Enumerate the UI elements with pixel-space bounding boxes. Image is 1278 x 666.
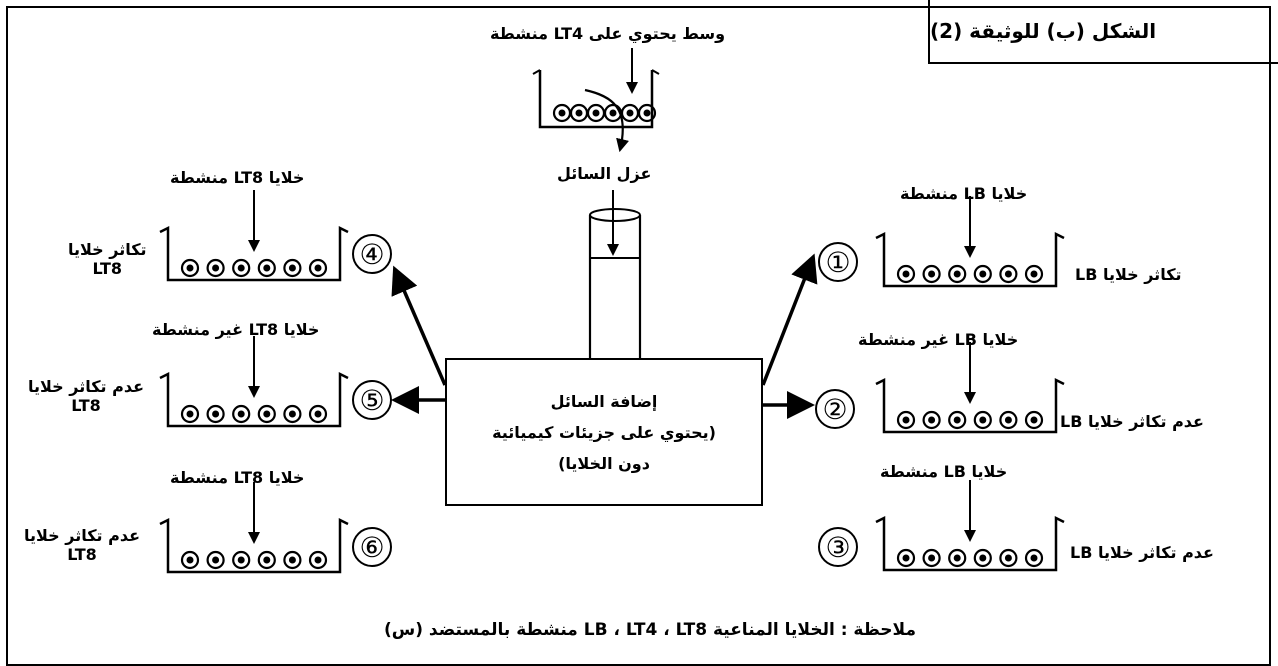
cells-label: خلايا LT8 منشطة [170,168,304,187]
cell [310,552,326,568]
center-line-1: إضافة السائل [551,392,658,411]
cell [975,412,991,428]
number-1: ① [818,242,858,282]
cell [924,550,940,566]
cell [975,550,991,566]
cell [1000,412,1016,428]
cell [949,412,965,428]
cell [622,105,638,121]
cell [924,266,940,282]
cell [924,412,940,428]
cells-label: خلايا LB منشطة [900,184,1027,203]
cells-label: خلايا LT8 غير منشطة [152,320,319,339]
cell [284,406,300,422]
number-2: ② [815,389,855,429]
center-line-3: دون الخلايا) [558,454,650,473]
cell [233,260,249,276]
cell [588,105,604,121]
test-tube [590,190,640,372]
cell [1000,550,1016,566]
cell [975,266,991,282]
cell [898,550,914,566]
cell [898,266,914,282]
cell [949,266,965,282]
cell [949,550,965,566]
cells-label: خلايا LB غير منشطة [858,330,1018,349]
center-line-2: (يحتوي على جزيئات كيميائية [492,423,716,442]
note: ملاحظة : الخلايا المناعية LB ، LT4 ، LT8… [330,620,970,640]
number-4: ④ [352,234,392,274]
cell [182,260,198,276]
cell [554,105,570,121]
cell [310,406,326,422]
top-culture-dish [533,48,659,150]
medium-label: وسط يحتوي على LT4 منشطة [490,24,725,43]
cell [259,406,275,422]
cell [1026,550,1042,566]
cell [233,552,249,568]
cell [310,260,326,276]
cell [182,406,198,422]
cell [208,552,224,568]
isolate-label: عزل السائل [557,164,651,183]
cells-label: خلايا LT8 منشطة [170,468,304,487]
cell [208,260,224,276]
cell [259,552,275,568]
cell [571,105,587,121]
cell [898,412,914,428]
number-3: ③ [818,527,858,567]
center-box: إضافة السائل (يحتوي على جزيئات كيميائية … [445,358,763,506]
result-label: تكاثر خلايا LB [1075,265,1182,284]
cell [605,105,621,121]
cell [1026,266,1042,282]
number-6: ⑥ [352,527,392,567]
cell [284,552,300,568]
cell [1000,266,1016,282]
cell [1026,412,1042,428]
cell [182,552,198,568]
result-label: عدم تكاثر خلايا LB [1060,412,1204,431]
cell [233,406,249,422]
cells-label: خلايا LB منشطة [880,462,1007,481]
cell [259,260,275,276]
number-5: ⑤ [352,380,392,420]
cell [284,260,300,276]
result-label: عدم تكاثر خلايا LB [1070,543,1214,562]
cell [208,406,224,422]
